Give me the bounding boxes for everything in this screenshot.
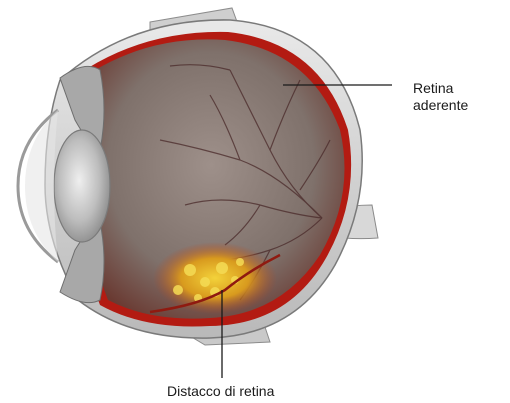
lens <box>54 130 110 242</box>
attached-retina-label-line2: aderente <box>413 97 508 114</box>
attached-retina-label-line1: Retina <box>413 80 508 97</box>
retinal-detachment-label: Distacco di retina <box>167 383 274 400</box>
attached-retina-label: Retina aderente <box>413 80 508 114</box>
detached-retina-area <box>153 242 277 314</box>
